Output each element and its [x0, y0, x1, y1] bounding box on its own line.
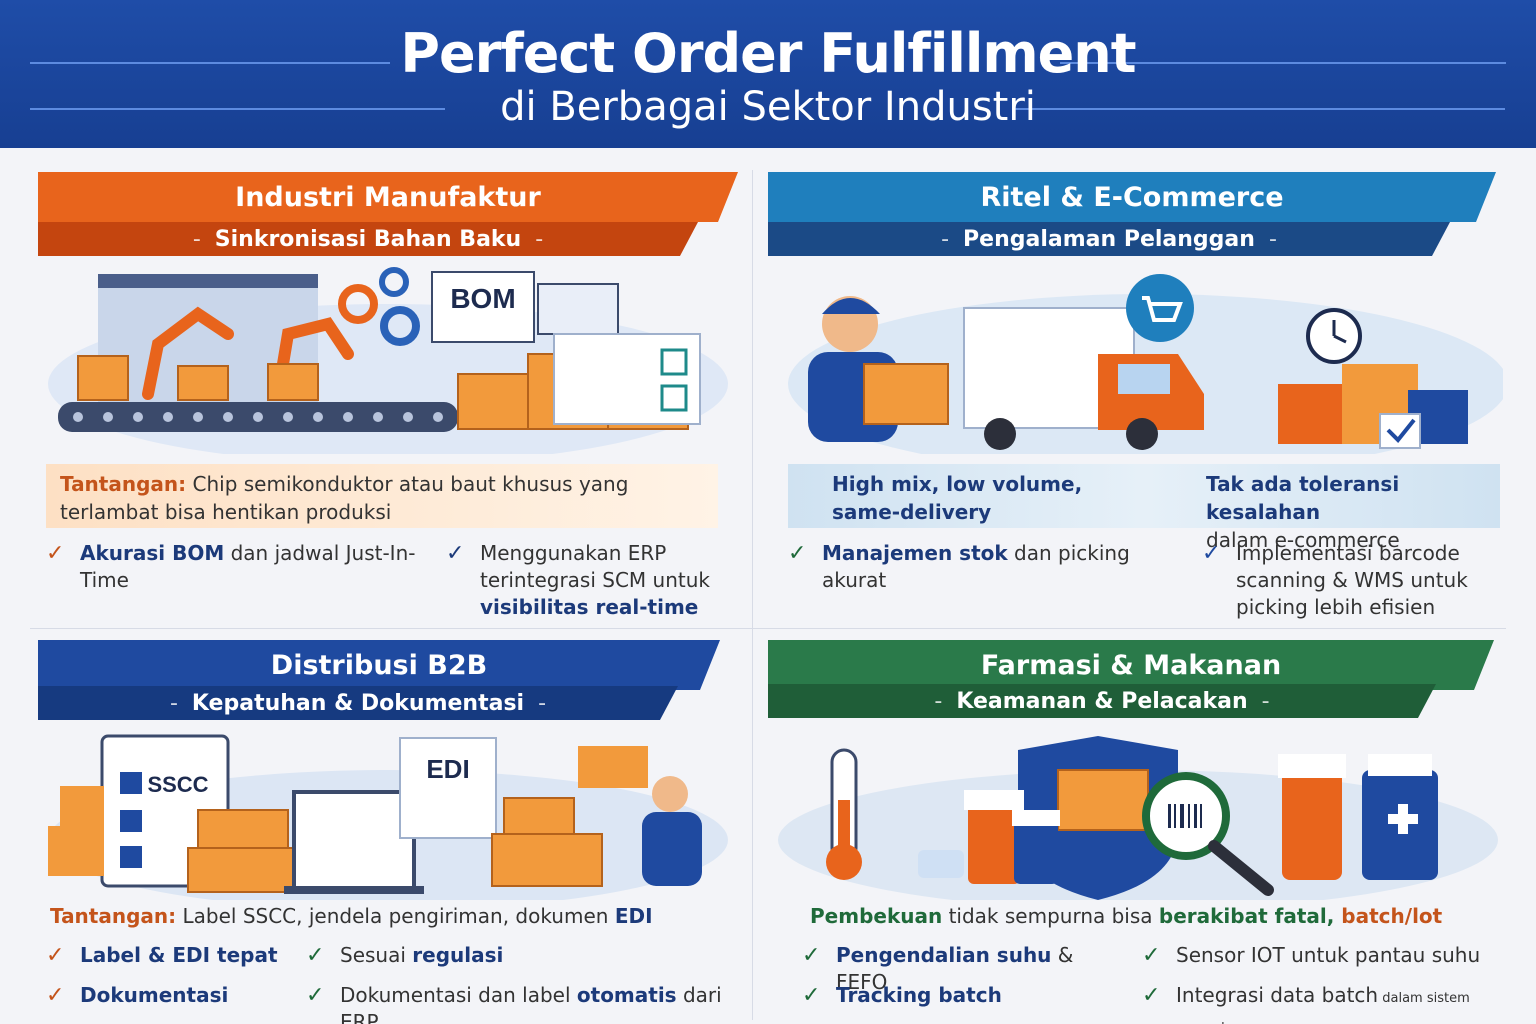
- b2b-illustration: SSCC EDI: [48, 734, 728, 900]
- subtitle-rule-left: [30, 108, 445, 110]
- section-subtitle-text: Kepatuhan & Dokumentasi: [191, 690, 525, 716]
- edi-label: EDI: [426, 754, 469, 784]
- check-bold: Akurasi BOM: [80, 541, 225, 565]
- check-item: ✓ Pengendalian suhu & FEFO: [802, 942, 1122, 996]
- check-item: ✓ Implementasi barcode scanning & WMS un…: [1202, 540, 1492, 621]
- check-small-text: dalam sistem pemeuhan: [1176, 991, 1470, 1024]
- challenge-label: Tantangan:: [50, 904, 177, 928]
- check-bold: visibilitas real-time: [480, 595, 699, 619]
- check-item: ✓ Integrasi data batch dalam sistem peme…: [1142, 982, 1508, 1024]
- bom-label: BOM: [450, 283, 515, 314]
- retail-illustration: [788, 274, 1503, 454]
- section-subtitle-text: Keamanan & Pelacakan: [956, 688, 1248, 714]
- section-title: Ritel & E-Commerce: [768, 172, 1496, 222]
- title-rule-left: [30, 62, 390, 64]
- check-bold: Pengendalian suhu: [836, 943, 1052, 967]
- section-subtitle: -Keamanan & Pelacakan-: [768, 684, 1436, 718]
- check-icon: ✓: [1142, 943, 1161, 968]
- section-subtitle-text: Sinkronisasi Bahan Baku: [214, 226, 522, 252]
- header-banner: Perfect Order Fulfillment di Berbagai Se…: [0, 0, 1536, 148]
- check-text: dari ERP: [340, 983, 722, 1024]
- challenge-body: Chip semikonduktor atau baut khusus yang…: [60, 472, 629, 524]
- check-text: Integrasi data batch: [1176, 983, 1379, 1007]
- check-item: ✓ Menggunakan ERP terintegrasi SCM untuk…: [446, 540, 746, 621]
- pharma-illustration: [778, 736, 1498, 900]
- check-icon: ✓: [306, 943, 325, 968]
- challenge-right-text: dalam e-commerce: [1206, 528, 1400, 552]
- check-icon: ✓: [46, 541, 65, 566]
- check-icon: ✓: [46, 943, 65, 968]
- check-icon: ✓: [306, 983, 325, 1008]
- section-pharma: Farmasi & Makanan -Keamanan & Pelacakan-…: [768, 640, 1510, 1024]
- check-text: dan jadwal Just-In-Time: [80, 541, 416, 592]
- check-text: Sesuai: [340, 943, 413, 967]
- check-icon: ✓: [46, 983, 65, 1008]
- check-item: ✓ Sensor IOT untuk pantau suhu: [1142, 942, 1502, 969]
- check-icon: ✓: [788, 541, 807, 566]
- section-title: Industri Manufaktur: [38, 172, 738, 222]
- check-item: ✓ Akurasi BOM dan jadwal Just-In-Time: [46, 540, 441, 594]
- horizontal-divider: [30, 628, 1506, 629]
- challenge-bold: EDI: [614, 904, 653, 928]
- check-bold: Tracking batch: [836, 983, 1002, 1007]
- check-bold: otomatis: [576, 983, 677, 1007]
- challenge-body: tidak sempurna bisa: [942, 904, 1159, 928]
- challenge-left: High mix, low volume, same-delivery: [832, 472, 1083, 524]
- challenge-body: Label SSCC, jendela pengiriman, dokumen: [176, 904, 615, 928]
- section-retail: Ritel & E-Commerce -Pengalaman Pelanggan…: [768, 172, 1508, 622]
- check-text: Dokumentasi dan label: [340, 983, 577, 1007]
- check-text: Implementasi barcode scanning & WMS untu…: [1236, 541, 1468, 619]
- check-item: ✓ Dokumentasi dan label otomatis dari ER…: [306, 982, 756, 1024]
- check-item: ✓ Manajemen stok dan picking akurat: [788, 540, 1198, 594]
- check-text: Sensor IOT untuk pantau suhu: [1176, 943, 1481, 967]
- page-subtitle: di Berbagai Sektor Industri: [500, 84, 1036, 130]
- check-icon: ✓: [802, 943, 821, 968]
- check-icon: ✓: [446, 541, 465, 566]
- check-item: ✓ Label & EDI tepat: [46, 942, 296, 969]
- sscc-label: SSCC: [147, 772, 208, 797]
- vertical-divider: [752, 170, 753, 1020]
- challenge-text: Tantangan: Chip semikonduktor atau baut …: [60, 470, 720, 526]
- challenge-right: Tak ada toleransi kesalahan dalam e-comm…: [1206, 470, 1506, 554]
- check-icon: ✓: [1142, 983, 1161, 1008]
- check-icon: ✓: [1202, 541, 1221, 566]
- section-title: Distribusi B2B: [38, 640, 720, 690]
- manufacturing-illustration: BOM: [48, 267, 728, 454]
- challenge-box: [46, 464, 718, 528]
- subtitle-rule-right: [1015, 108, 1505, 110]
- check-bold: Dokumentasi: [80, 983, 229, 1007]
- challenge-tail: batch/lot: [1334, 904, 1443, 928]
- check-bold: Label & EDI tepat: [80, 943, 278, 967]
- section-b2b: Distribusi B2B -Kepatuhan & Dokumentasi-…: [38, 640, 778, 1024]
- page-title: Perfect Order Fulfillment: [400, 22, 1136, 85]
- challenge-label: Tantangan:: [60, 472, 187, 496]
- check-text: Menggunakan ERP terintegrasi SCM untuk: [480, 541, 710, 592]
- check-text: & FEFO: [836, 943, 1074, 994]
- section-manufacturing: Industri Manufaktur -Sinkronisasi Bahan …: [38, 172, 778, 622]
- section-subtitle: -Pengalaman Pelanggan-: [768, 222, 1450, 256]
- challenge-box: [788, 464, 1500, 528]
- check-item: ✓ Dokumentasi: [46, 982, 296, 1009]
- check-item: ✓ Tracking batch: [802, 982, 1122, 1009]
- challenge-text: Pembekuan tidak sempurna bisa berakibat …: [810, 902, 1510, 930]
- check-bold: Manajemen stok: [822, 541, 1008, 565]
- check-text: dan picking akurat: [822, 541, 1130, 592]
- challenge-right-bold: Tak ada toleransi kesalahan: [1206, 472, 1400, 524]
- section-subtitle: -Sinkronisasi Bahan Baku-: [38, 222, 698, 256]
- check-icon: ✓: [802, 983, 821, 1008]
- check-item: ✓ Sesuai regulasi: [306, 942, 606, 969]
- section-subtitle: -Kepatuhan & Dokumentasi-: [38, 686, 678, 720]
- challenge-text: Tantangan: Label SSCC, jendela pengirima…: [50, 902, 750, 930]
- section-title: Farmasi & Makanan: [768, 640, 1494, 690]
- check-bold: regulasi: [412, 943, 504, 967]
- title-rule-right: [1060, 62, 1506, 64]
- section-subtitle-text: Pengalaman Pelanggan: [963, 226, 1255, 252]
- challenge-label: Pembekuan: [810, 904, 943, 928]
- challenge-bold: berakibat fatal,: [1158, 904, 1335, 928]
